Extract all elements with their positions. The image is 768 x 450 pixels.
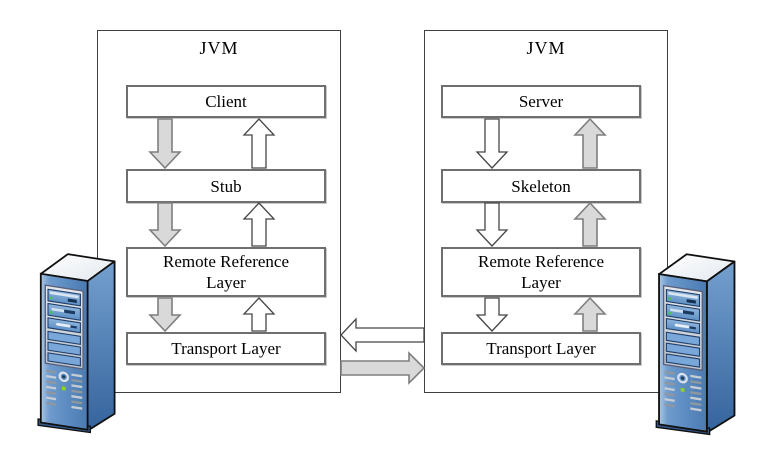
left-transport-layer-label: Transport Layer xyxy=(171,339,281,358)
server-layer-box: Server xyxy=(441,85,641,118)
left-remote-reference-layer-box: Remote Reference Layer xyxy=(126,247,326,297)
stub-layer-box: Stub xyxy=(126,169,326,203)
arrow-transport-right-to-left xyxy=(340,317,425,353)
arrow-transport-left-to-right xyxy=(340,351,426,385)
right-remote-reference-layer-box: Remote Reference Layer xyxy=(441,247,641,297)
right-remote-reference-layer-label: Remote Reference Layer xyxy=(477,252,604,292)
client-layer-box: Client xyxy=(126,85,326,118)
left-transport-layer-box: Transport Layer xyxy=(126,332,326,365)
server-jvm-title: JVM xyxy=(526,38,566,58)
client-layer-label: Client xyxy=(205,92,247,111)
computer-tower-icon xyxy=(37,253,116,434)
client-jvm-title: JVM xyxy=(199,38,239,58)
right-transport-layer-box: Transport Layer xyxy=(441,332,641,365)
left-remote-reference-layer-label: Remote Reference Layer xyxy=(162,252,289,292)
server-layer-label: Server xyxy=(518,92,564,111)
right-transport-layer-label: Transport Layer xyxy=(486,339,596,358)
computer-tower-icon xyxy=(655,253,736,436)
skeleton-layer-box: Skeleton xyxy=(441,169,641,203)
skeleton-layer-label: Skeleton xyxy=(511,176,571,196)
stub-layer-label: Stub xyxy=(210,176,242,196)
